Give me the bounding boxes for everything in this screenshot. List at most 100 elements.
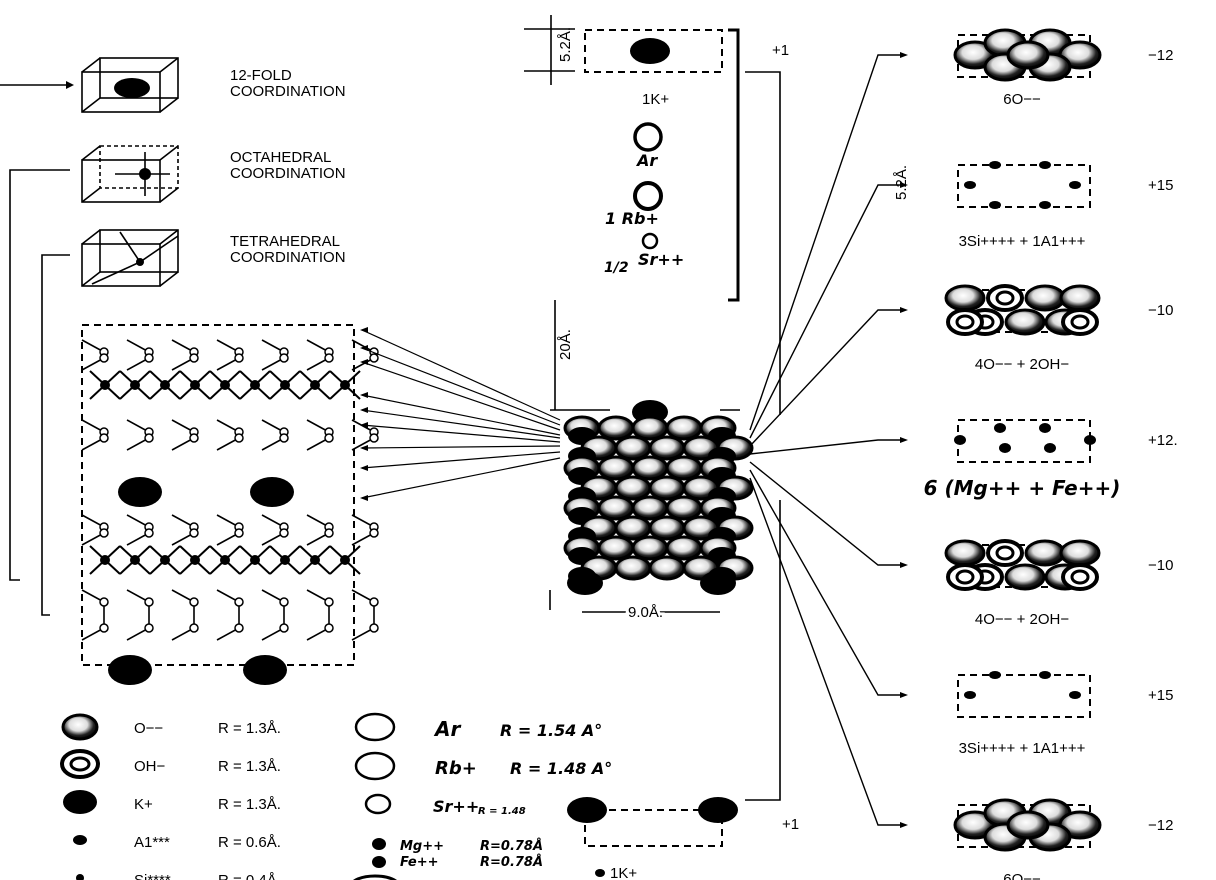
oxygen-atom: [597, 495, 635, 521]
potassium-ion: [250, 477, 294, 507]
tetrahedral-cation: [989, 161, 1001, 169]
legend-radius: R = 1.48: [478, 806, 526, 817]
octahedral-cation: [994, 423, 1006, 433]
tetrahedral-site: [144, 528, 154, 538]
potassium-bullet-symbol: [595, 869, 605, 877]
tetrahedral-cation: [964, 691, 976, 699]
arrow-head: [360, 465, 368, 471]
octahedral-cation: [999, 443, 1011, 453]
oxygen-atom: [614, 515, 652, 541]
oxygen-atom: [631, 495, 669, 521]
legend-ion: O−−: [134, 720, 163, 737]
layer-3: 4O−− + 2OH−−10: [944, 284, 1173, 373]
legend-radius: R = 0.6Å.: [218, 834, 281, 851]
oxygen-atom: [665, 415, 703, 441]
tetrahedral-site: [234, 623, 244, 633]
octahedral-cation: [310, 380, 320, 390]
octahedral-cation: [100, 380, 110, 390]
legend-radius: R = 1.48 A°: [510, 759, 612, 778]
tetrahedral-cation: [989, 201, 1001, 209]
arrow-head: [360, 407, 368, 413]
oxygen-atom: [1024, 284, 1066, 312]
tetrahedral-site: [144, 597, 154, 607]
tetrahedral-site: [99, 433, 109, 443]
arrow-head: [900, 182, 908, 188]
legend-radius: R = 1.54 A°: [500, 721, 602, 740]
layer-details: 6O−−−12 3Si++++ + 1A1++++15 4O−− + 2OH−−10…: [924, 28, 1178, 880]
octahedral-cation: [1039, 423, 1051, 433]
arrow-head: [900, 307, 908, 313]
twelve-fold-coordination-icon: [0, 57, 179, 113]
octahedral-cation: [1044, 443, 1056, 453]
octahedral-cation: [190, 380, 200, 390]
legend-ion: K+: [134, 796, 153, 813]
arrow-head: [900, 437, 908, 443]
layer-6: 3Si++++ + 1A1++++15: [957, 671, 1173, 757]
tetrahedral-site: [189, 623, 199, 633]
coordination-label: 12-FOLD: [230, 67, 292, 84]
layer-connector-lines: [360, 52, 908, 828]
layer-height-label: 5.2Å.: [893, 165, 910, 200]
octahedral-cation: [280, 555, 290, 565]
tetrahedral-site: [234, 433, 244, 443]
legend-ion: Rb+: [435, 758, 477, 779]
legend-ion: Si****: [134, 872, 171, 880]
layer-7: 6O−−−12: [953, 798, 1173, 880]
oxygen-atom: [1006, 40, 1050, 70]
tetrahedral-site: [324, 433, 334, 443]
tetrahedral-site: [279, 623, 289, 633]
tetrahedral-site: [324, 353, 334, 363]
tetrahedral-site: [99, 597, 109, 607]
rubidium-legend-symbol: [354, 751, 396, 781]
octahedral-cation: [130, 555, 140, 565]
legend-ion: A1***: [134, 834, 170, 851]
legend-ion: Mg++: [400, 839, 444, 854]
strontium-legend-symbol: [364, 793, 392, 815]
octahedral-cation: [190, 555, 200, 565]
cell-width-label: 9.0Å.: [628, 604, 663, 621]
layer-1: 6O−−−12: [953, 28, 1173, 108]
layer-charge: +15: [1148, 177, 1173, 194]
tetrahedral-cation: [964, 181, 976, 189]
potassium-ion: [108, 655, 152, 685]
iron-legend-symbol: [372, 856, 386, 868]
oxygen-atom: [631, 535, 669, 561]
oxygen-atom: [944, 284, 986, 312]
coordination-label: COORDINATION: [230, 249, 346, 266]
oxygen-atom: [631, 415, 669, 441]
layered-structure-drawing: [81, 324, 379, 685]
oxygen-atom: [665, 455, 703, 481]
interlayer-charge: +1: [772, 42, 789, 59]
hydroxyl-legend-symbol: [60, 749, 100, 779]
oxygen-atom: [1059, 284, 1101, 312]
layer-charge: −12: [1148, 47, 1173, 64]
octahedral-cation: [160, 555, 170, 565]
tetrahedral-site: [279, 528, 289, 538]
oxygen-atom: [597, 455, 635, 481]
tetrahedral-cation: [1039, 161, 1051, 169]
tetrahedral-site: [189, 597, 199, 607]
layer-charge: −10: [1148, 302, 1173, 319]
oxygen-atom: [1059, 539, 1101, 567]
arrow-head: [900, 822, 908, 828]
tetrahedral-cation: [1039, 671, 1051, 679]
octahedral-cation: [340, 380, 350, 390]
arrow-head: [360, 327, 368, 333]
oxygen-atom: [665, 495, 703, 521]
strontium-fraction: 1/2: [604, 260, 629, 276]
tetrahedral-site: [279, 597, 289, 607]
octahedral-cation: [250, 555, 260, 565]
octahedral-coordination-icon: [81, 145, 179, 203]
octahedral-cation: [100, 555, 110, 565]
octahedral-cation: [954, 435, 966, 445]
octahedral-cation: [250, 380, 260, 390]
legend-radius: R = 1.3Å.: [218, 758, 281, 775]
hydroxyl-group: [986, 539, 1024, 567]
oxygen-atom: [614, 435, 652, 461]
rubidium-atom: [633, 181, 663, 211]
tetrahedral-site: [144, 623, 154, 633]
coordination-brackets: [9, 169, 70, 616]
oxygen-atom: [648, 475, 686, 501]
octahedral-cation: [280, 380, 290, 390]
layer-charge: −12: [1148, 817, 1173, 834]
